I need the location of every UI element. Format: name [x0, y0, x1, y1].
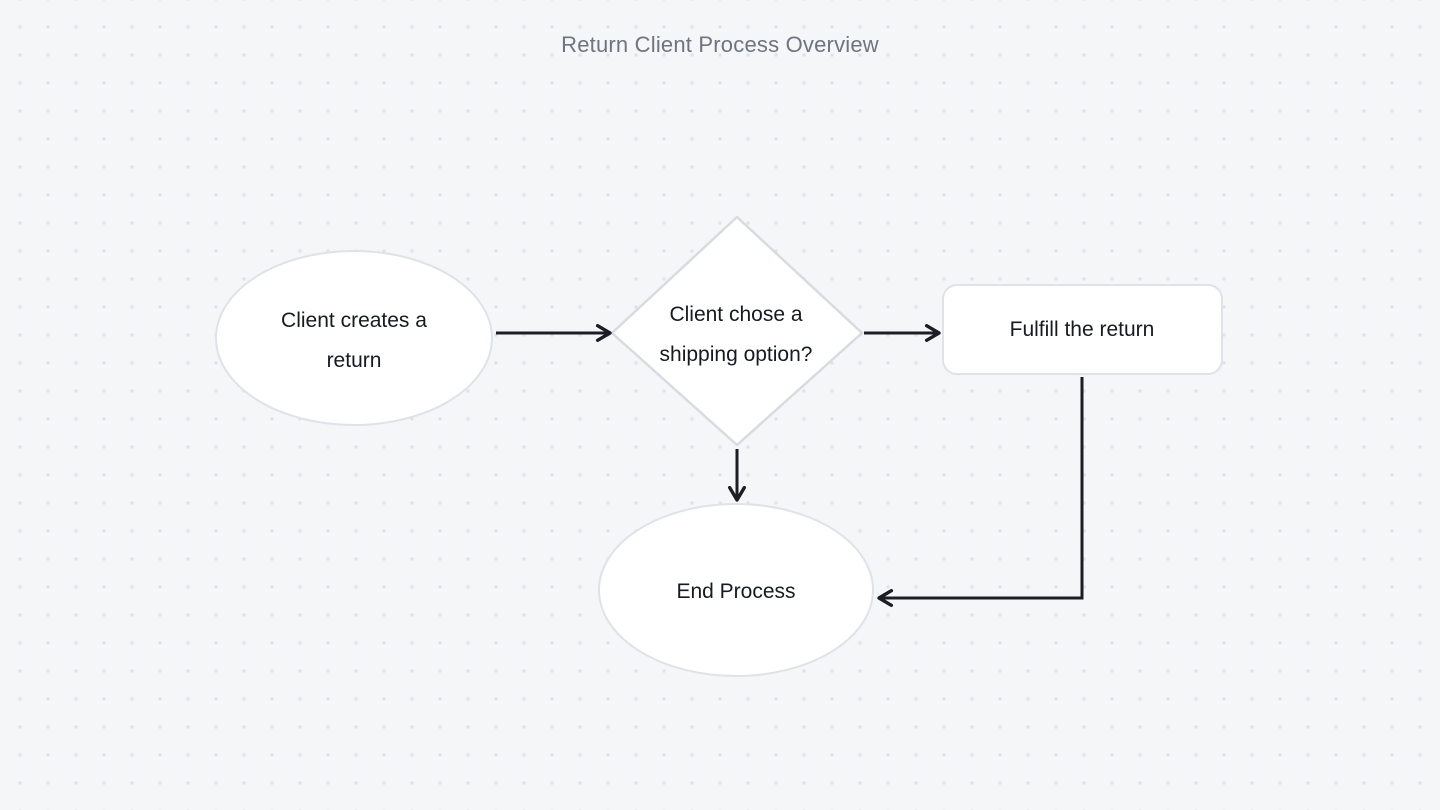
node-end-ellipse[interactable] — [598, 503, 874, 677]
node-start-ellipse[interactable] — [215, 250, 493, 426]
edge-fulfill-to-end[interactable] — [877, 377, 1084, 607]
node-decision-diamond[interactable] — [610, 215, 864, 447]
node-fulfill-rect[interactable] — [942, 284, 1223, 375]
diagram-title: Return Client Process Overview — [561, 32, 879, 57]
